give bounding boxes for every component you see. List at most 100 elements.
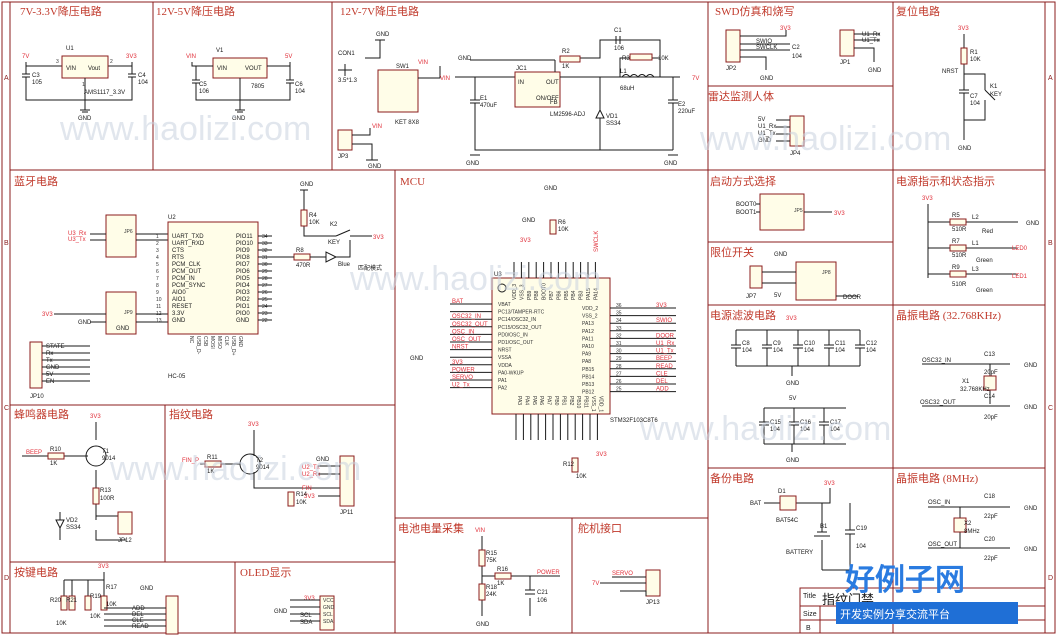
- finger-fin-p: FIN_P: [182, 458, 199, 464]
- mcu-pin1-dot: [497, 283, 507, 293]
- bt-r8-ref: R8: [296, 248, 304, 254]
- bb-bat: BAT: [750, 501, 762, 507]
- mcu-right-pin-name: PB15: [582, 367, 594, 373]
- radar-line-2: U1_Tx: [758, 131, 776, 137]
- mcu-block: U3 STM32F103C8T6 VBATBATPC13/TAMPER-RTCP…: [410, 186, 676, 480]
- bt-right-pin-name: PIO10: [236, 241, 254, 247]
- oled-gnd: GND: [274, 609, 288, 615]
- swd-jp1-ref: JP1: [840, 60, 851, 66]
- bt-bottom-pin: MOSI: [209, 336, 215, 349]
- swd-c2-val: 104: [792, 54, 803, 60]
- reg5-vout-label: VOUT: [245, 66, 262, 72]
- bb-v33: 3V3: [824, 481, 835, 487]
- reg7-l1-ref: L1: [620, 69, 627, 75]
- mcu-right-pin-num: 32: [616, 333, 622, 339]
- x32-val: 32.768KHz: [960, 387, 990, 393]
- reset-nrst: NRST: [942, 69, 959, 75]
- oled-pin-label: GND: [323, 605, 335, 611]
- keys-r19-val: 10K: [90, 614, 101, 620]
- pled-r5-body: [949, 218, 967, 226]
- batt-r15-val: 75K: [486, 558, 497, 564]
- x8-gnd1: GND: [1024, 506, 1038, 512]
- buzz-vd2-val: SS34: [66, 525, 81, 531]
- mcu-right-pin-num: 36: [616, 303, 622, 309]
- buzz-r13-ref: R13: [100, 488, 112, 494]
- filter-cap-symbol: [759, 408, 769, 444]
- filter-cap-symbol: [819, 408, 829, 444]
- reg7-out-net: 7V: [692, 76, 699, 82]
- x32-c14-val: 20pF: [984, 415, 998, 421]
- radar-line-3: GND: [758, 138, 772, 144]
- bt-left-pin-name: RTS: [172, 255, 184, 261]
- bt-left-pin-num: 9: [156, 290, 159, 296]
- mcu-right-pin-num: 31: [616, 341, 622, 347]
- bt-bottom-pin: CSB: [202, 336, 208, 347]
- x32-ref: X1: [962, 379, 970, 385]
- mcu-right-pin-num: 30: [616, 349, 622, 355]
- mcu-right-net: BEEP: [656, 356, 672, 362]
- pled-led0: LED0: [1012, 246, 1028, 252]
- mcu-r12-ref: R12: [563, 462, 575, 468]
- section-title-reg5: 12V-5V降压电路: [156, 4, 235, 18]
- reg7-vin-main: VIN: [440, 76, 450, 82]
- reset-gnd: GND: [958, 146, 972, 152]
- finger-r11-body: [204, 460, 222, 468]
- reg7-gnd-top: GND: [376, 32, 390, 38]
- pled-r7-body: [949, 244, 967, 252]
- radar-block: JP4 5V U1_Rx U1_Tx GND: [758, 115, 805, 157]
- bt-jp10-line: Tx: [46, 358, 53, 364]
- bt-bottom-pin: GND: [237, 336, 243, 348]
- mcu-right-pin-num: 33: [616, 326, 622, 332]
- mcu-v33-bottom: 3V3: [596, 452, 607, 458]
- mcu-left-net: 3V3: [452, 360, 463, 366]
- keys-header-body: [165, 595, 179, 635]
- bt-left-pin-num: 2: [156, 241, 159, 247]
- section-title-reg7: 12V-7V降压电路: [340, 4, 419, 18]
- bt-right-pin-num: 26: [262, 290, 268, 296]
- bt-right-pin-name: PIO2: [236, 297, 250, 303]
- mcu-r6-val: 10K: [558, 227, 569, 233]
- bt-right-pin-num: 25: [262, 297, 268, 303]
- watermark-4: www.haolizi.com: [109, 450, 361, 488]
- batt-r16-ref: R16: [497, 567, 509, 573]
- bt-u2-ref: U2: [168, 215, 176, 221]
- mcu-right-net: DEL: [656, 379, 668, 385]
- bt-r4-body: [300, 209, 308, 227]
- x32-crystal: [983, 375, 997, 391]
- reg7-con-ref: CON1: [338, 51, 355, 57]
- buzz-t1-symbol: [85, 445, 107, 467]
- bt-left-pin-name: RESET: [172, 304, 192, 310]
- finger-t2-symbol: [239, 453, 261, 475]
- site-logo[interactable]: 好例子网 开发实例分享交流平台: [836, 563, 1018, 624]
- keys-r20-val: 10K: [56, 621, 67, 627]
- mcu-left-net: OSC32_OUT: [452, 322, 488, 328]
- reg7-ic-body: [514, 71, 561, 108]
- finger-fin: FIN: [302, 486, 312, 492]
- x8-in: OSC_IN: [928, 500, 950, 506]
- bt-gnd-left: GND: [78, 320, 92, 326]
- filter-gnd1: GND: [786, 381, 800, 387]
- bt-left-pin-num: 4: [156, 255, 159, 261]
- limit-gnd: GND: [774, 252, 788, 258]
- bt-key-v33: 3V3: [373, 235, 384, 241]
- bt-jp9-ref: JP9: [124, 310, 133, 316]
- limit-jp8-body: [795, 261, 837, 301]
- mcu-left-pin-name: PA2: [498, 386, 507, 392]
- mcu-bottom-pin-name: PA3: [516, 396, 522, 405]
- buzz-r10-ref: R10: [50, 447, 62, 453]
- swd-jp2-body: [725, 29, 741, 63]
- mcu-right-pin-name: PA8: [582, 359, 591, 365]
- bt-left-pin-name: UART_RXD: [172, 241, 205, 247]
- buzz-jp12-ref: JP12: [118, 538, 132, 544]
- reset-block: 3V3 R1 10K NRST C7 104 K1 KEY GND: [942, 26, 1002, 152]
- filter-cap-ref: C16: [800, 420, 812, 426]
- row-letter-d-right: D: [1048, 575, 1053, 582]
- row-letter-c-right: C: [1048, 405, 1053, 412]
- bt-left-pin-num: 13: [156, 318, 162, 324]
- section-title-bt: 蓝牙电路: [14, 175, 58, 188]
- mcu-right-pin-num: 26: [616, 379, 622, 385]
- filter-cap-val: 104: [830, 427, 841, 433]
- buzz-jp12-body: [117, 511, 133, 535]
- mcu-left-pin-name: PC15/OSC32_OUT: [498, 325, 542, 331]
- reg33-ic-name: AMS1117_3.3V: [84, 90, 125, 96]
